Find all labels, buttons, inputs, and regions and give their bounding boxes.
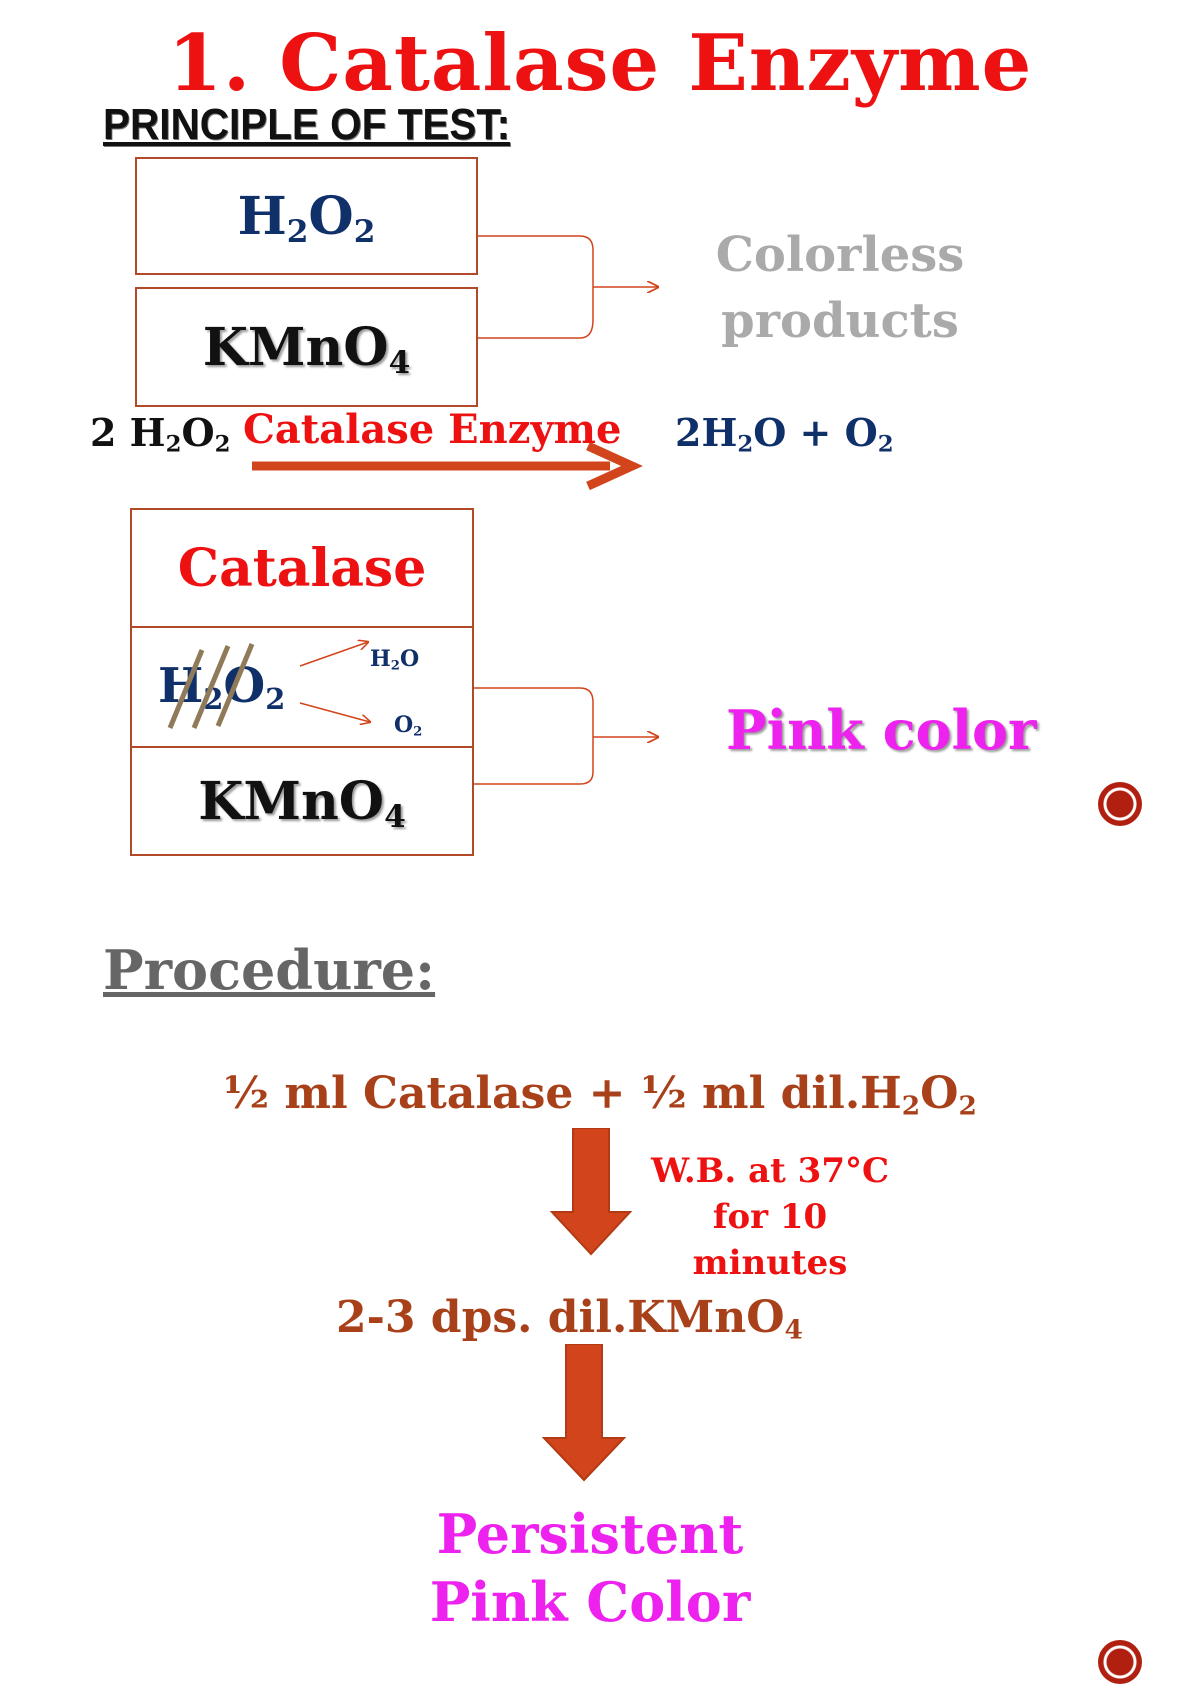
bottom-bracket — [474, 687, 594, 785]
page-title: 1. Catalase Enzyme — [167, 18, 1033, 109]
pink-color-result: Pink color — [726, 698, 1037, 762]
down-arrow-icon-2 — [542, 1344, 626, 1482]
reaction-arrow-head — [586, 441, 643, 491]
catalase-label: Catalase — [177, 537, 427, 599]
condition-line3: minutes — [692, 1243, 848, 1283]
h2o-arrow — [299, 642, 368, 667]
o2-arrow — [299, 702, 370, 722]
equation-product: 2H2O + O2 — [675, 410, 894, 458]
final-result: Persistent Pink Color — [0, 1500, 1190, 1636]
top-bracket — [478, 235, 594, 339]
principle-heading: PRINCIPLE OF TEST: — [103, 100, 511, 149]
o2-product: O2 — [394, 712, 423, 740]
colorless-products: Colorless products — [690, 222, 990, 354]
h2o-product: H2O — [370, 646, 420, 674]
procedure-step-2: 2-3 dps. dil.KMnO4 — [336, 1292, 803, 1346]
h2o2-formula: H2O2 — [237, 185, 376, 250]
kmno4-formula-2: KMnO4 — [198, 770, 406, 835]
condition-line2: for 10 — [712, 1197, 828, 1237]
slide-bullet-icon — [1098, 782, 1142, 826]
result-line2: Pink Color — [429, 1570, 751, 1634]
procedure-step-1: ½ ml Catalase + ½ ml dil.H2O2 — [223, 1068, 977, 1122]
kmno4-formula: KMnO4 — [202, 316, 411, 381]
down-arrow-icon — [550, 1128, 632, 1256]
h2o2-box: H2O2 — [135, 157, 478, 275]
procedure-heading: Procedure: — [103, 938, 436, 1002]
result-line1: Persistent — [436, 1502, 744, 1566]
incubation-condition: W.B. at 37°C for 10 minutes — [620, 1148, 920, 1286]
kmno4-box: KMnO4 — [135, 287, 478, 407]
colorless-line2: products — [721, 293, 959, 349]
condition-line1: W.B. at 37°C — [650, 1151, 890, 1191]
catalase-box: Catalase — [130, 508, 474, 628]
slide-bullet-icon-2 — [1098, 1640, 1142, 1684]
equation-arrow-label: Catalase Enzyme — [243, 406, 622, 453]
h2o2-consumed-box: H2O2 H2O O2 — [130, 626, 474, 748]
strike-marks — [167, 643, 255, 729]
kmno4-box-2: KMnO4 — [130, 746, 474, 856]
equation-reactant: 2 H2O2 — [90, 410, 231, 458]
colorless-line1: Colorless — [715, 227, 965, 283]
